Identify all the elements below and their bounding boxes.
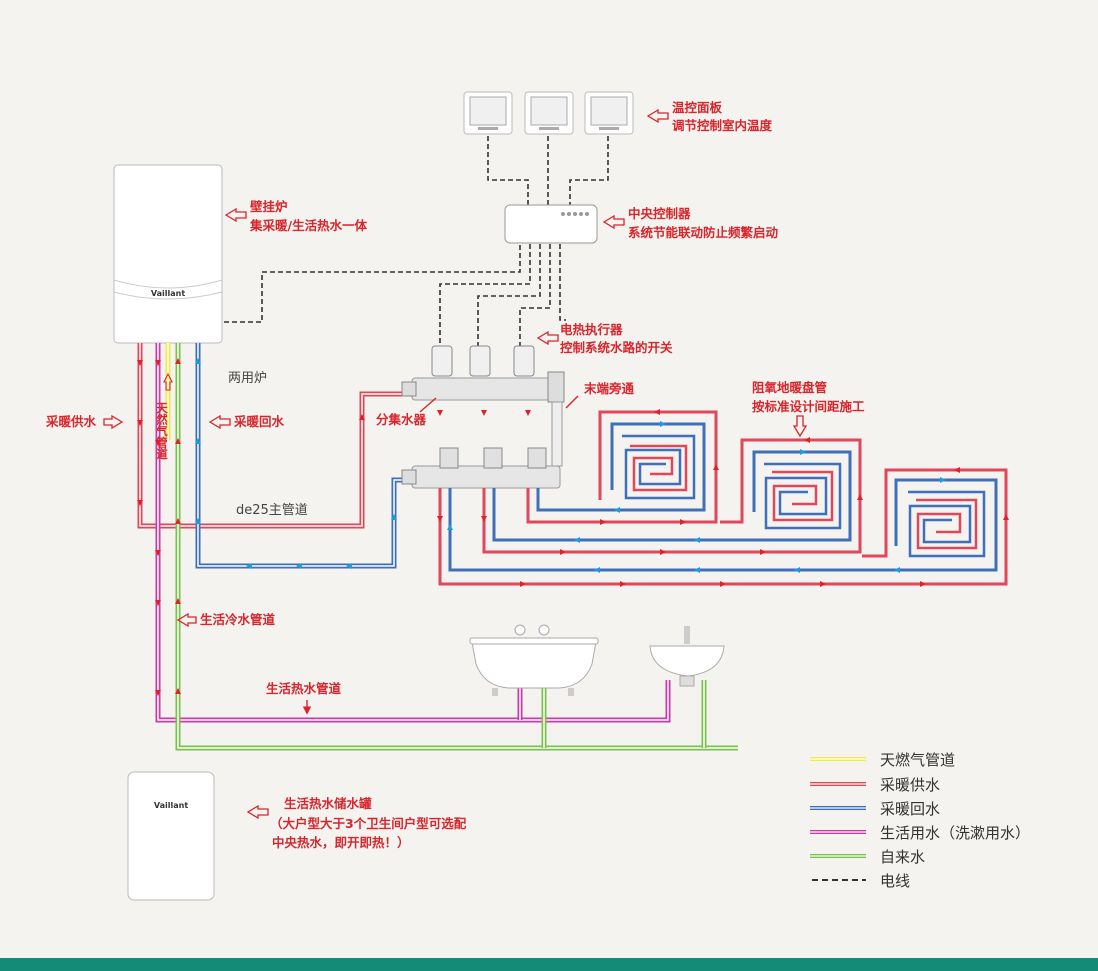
annotation-arrow: [103, 414, 124, 430]
bathtub: [469, 624, 599, 696]
annotation-arrow: [246, 804, 269, 820]
manifold: [401, 345, 565, 489]
tank-brand-logo: Vaillant: [154, 801, 188, 810]
cold-water-pipe-label: 生活冷水管道: [200, 612, 276, 627]
boiler-brand-logo: Vaillant: [151, 289, 185, 298]
annotation-arrow: [419, 397, 437, 413]
main-pipe-label: de25主管道: [236, 503, 308, 518]
annotation-arrow: [646, 108, 669, 124]
thermostat-panel-2: [524, 91, 574, 135]
coil-desc: 按标准设计间距施工: [752, 399, 865, 414]
legend-item-wire: 电线: [812, 872, 910, 890]
tank-title: 生活热水储水罐: [284, 796, 372, 811]
floor-heating-coils: [438, 410, 1008, 586]
wall-boiler: Vaillant: [113, 164, 223, 344]
thermostat-title: 温控面板: [672, 100, 723, 115]
tank-desc-line2: 中央热水，即开即热！）: [272, 835, 410, 850]
end-bypass-label: 末端旁通: [583, 381, 635, 396]
footer-bar: [0, 958, 1098, 971]
tank-desc-line1: （大户型大于3个卫生间户型可选配: [270, 816, 467, 831]
legend-item-domestic-water: 生活用水（洗漱用水）: [810, 824, 1030, 842]
actuator-desc: 控制系统水路的开关: [560, 340, 673, 355]
flow-arrows-coils: [437, 409, 1009, 587]
annotation-arrow: [792, 415, 808, 438]
annotation-arrow: [224, 207, 247, 223]
legend-label: 生活用水（洗漱用水）: [880, 824, 1030, 842]
controller-title: 中央控制器: [628, 206, 691, 221]
annotation-arrow: [176, 612, 197, 628]
central-controller: [504, 204, 598, 244]
legend-item-heating-supply: 采暖供水: [810, 776, 940, 794]
hot-water-pipe-label: 生活热水管道: [266, 681, 342, 696]
annotation-arrow: [536, 330, 559, 346]
legend-item-tap-water: 自来水: [810, 848, 925, 866]
boiler-pipes: [137, 343, 738, 751]
legend-item-heating-return: 采暖回水: [810, 800, 940, 818]
annotation-arrow: [163, 372, 173, 391]
legend-item-gas: 天燃气管道: [810, 751, 955, 769]
flow-arrows-boiler: [137, 358, 397, 696]
legend: 天燃气管道 采暖供水 采暖回水 生活用水（洗漱用水） 自来水 电线: [810, 751, 1030, 890]
heating-supply-label: 采暖供水: [45, 414, 97, 429]
sink: [649, 626, 725, 687]
electric-wires: [208, 136, 609, 346]
boiler-title: 壁挂炉: [250, 199, 288, 214]
actuator-2: [469, 345, 491, 377]
actuator-1: [431, 345, 453, 377]
thermostat-panels: [463, 91, 634, 135]
legend-label: 采暖回水: [880, 800, 940, 818]
controller-desc: 系统节能联动防止频繁启动: [628, 225, 779, 240]
legend-label: 电线: [880, 872, 910, 890]
thermostat-panel-3: [584, 91, 634, 135]
legend-label: 自来水: [880, 848, 925, 866]
boiler-desc: 集采暖/生活热水一体: [249, 218, 368, 233]
coil-title: 阻氧地暖盘管: [752, 380, 827, 395]
dual-boiler-label: 两用炉: [228, 371, 267, 386]
actuator-3: [513, 345, 535, 377]
annotation-arrow: [208, 414, 231, 430]
gas-pipe-label: 天然气管道: [155, 402, 169, 460]
legend-label: 采暖供水: [880, 776, 940, 794]
heating-return-label: 采暖回水: [233, 414, 285, 429]
manifold-label: 分集水器: [376, 412, 427, 427]
annotation-arrow: [602, 214, 625, 230]
legend-label: 天燃气管道: [880, 751, 955, 769]
thermostat-panel-1: [463, 91, 513, 135]
annotation-arrow: [565, 395, 579, 409]
thermostat-desc: 调节控制室内温度: [672, 118, 773, 133]
actuator-title: 电热执行器: [560, 322, 623, 337]
hot-water-tank: Vaillant: [127, 771, 215, 901]
